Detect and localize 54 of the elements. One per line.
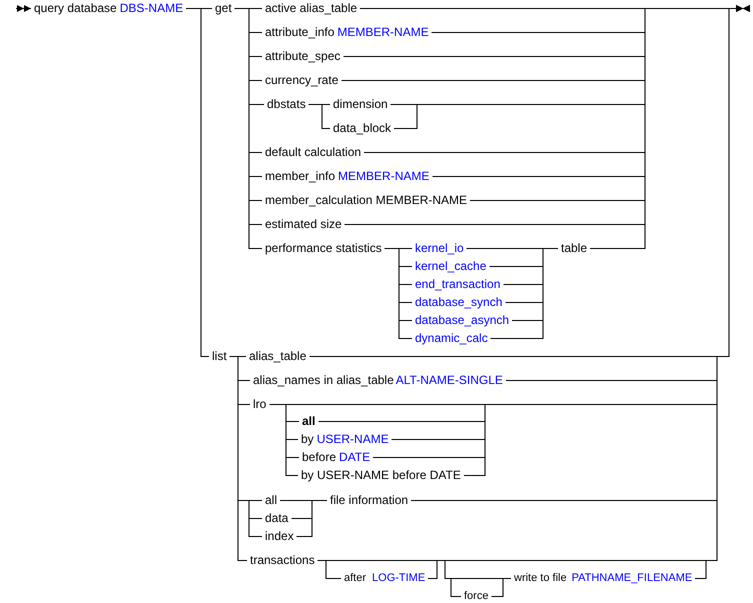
railroad-line — [186, 8, 210, 357]
syntax-variable: database_asynch — [412, 313, 512, 327]
syntax-variable: ALT-NAME-SINGLE — [396, 373, 503, 387]
syntax-variable: DATE — [339, 450, 370, 464]
railroad-line — [229, 356, 248, 561]
syntax-keyword: dbstats — [264, 97, 309, 111]
railroad-line — [490, 578, 512, 597]
syntax-keyword: currency_rate — [262, 73, 342, 87]
syntax-keyword: write to file — [514, 572, 567, 584]
syntax-keyword: performance statistics — [262, 241, 385, 255]
syntax-keyword: dimension — [330, 97, 391, 111]
syntax-keyword: member_info — [265, 169, 336, 183]
syntax-keyword: index — [262, 529, 297, 543]
syntax-keyword: active alias_table — [262, 1, 360, 15]
syntax-keyword: by USER-NAME before DATE — [298, 468, 464, 482]
railroad-line — [296, 500, 328, 537]
syntax-keyword: default calculation — [262, 145, 364, 159]
syntax-variable: MEMBER-NAME — [338, 169, 430, 183]
railroad-line — [490, 248, 558, 339]
syntax-variable: database_synch — [412, 295, 506, 309]
syntax-variable: end_transaction — [412, 277, 504, 291]
syntax-keyword: alias_table — [246, 349, 310, 363]
default-keyword: all — [299, 414, 318, 428]
syntax-variable: MEMBER-NAME — [337, 25, 429, 39]
syntax-variable: DBS-NAME — [120, 1, 184, 15]
syntax-keyword: lro — [250, 397, 270, 411]
syntax-keyword: attribute_spec — [262, 49, 344, 63]
railroad-line — [308, 104, 330, 129]
syntax-variable: PATHNAME_FILENAME — [572, 572, 692, 584]
syntax-keyword: list — [209, 349, 230, 363]
syntax-keyword: after — [344, 572, 366, 584]
syntax-keyword: data_block — [330, 121, 394, 135]
syntax-variable: dynamic_calc — [412, 331, 491, 345]
railroad-line — [16, 5, 32, 12]
syntax-keyword: by — [301, 432, 314, 446]
syntax-keyword: query database — [34, 1, 117, 15]
railroad-line — [384, 248, 412, 339]
syntax-keyword: force — [461, 590, 492, 602]
syntax-variable: LOG-TIME — [372, 572, 426, 584]
syntax-keyword: member_calculation MEMBER-NAME — [262, 193, 470, 207]
syntax-variable: USER-NAME — [316, 432, 389, 446]
syntax-keyword: attribute_info — [265, 25, 334, 39]
syntax-keyword: data — [262, 511, 292, 525]
syntax-keyword: alias_names in alias_table — [253, 373, 394, 387]
syntax-keyword: table — [558, 241, 590, 255]
syntax-keyword: get — [212, 1, 235, 15]
syntax-keyword: before — [302, 450, 336, 464]
syntax-keyword: transactions — [247, 553, 318, 567]
syntax-keyword: file information — [327, 493, 412, 507]
syntax-variable: kernel_io — [412, 241, 467, 255]
syntax-keyword: estimated size — [262, 217, 345, 231]
syntax-variable: kernel_cache — [412, 259, 490, 273]
railroad-line — [694, 5, 750, 579]
syntax-keyword: all — [262, 493, 280, 507]
